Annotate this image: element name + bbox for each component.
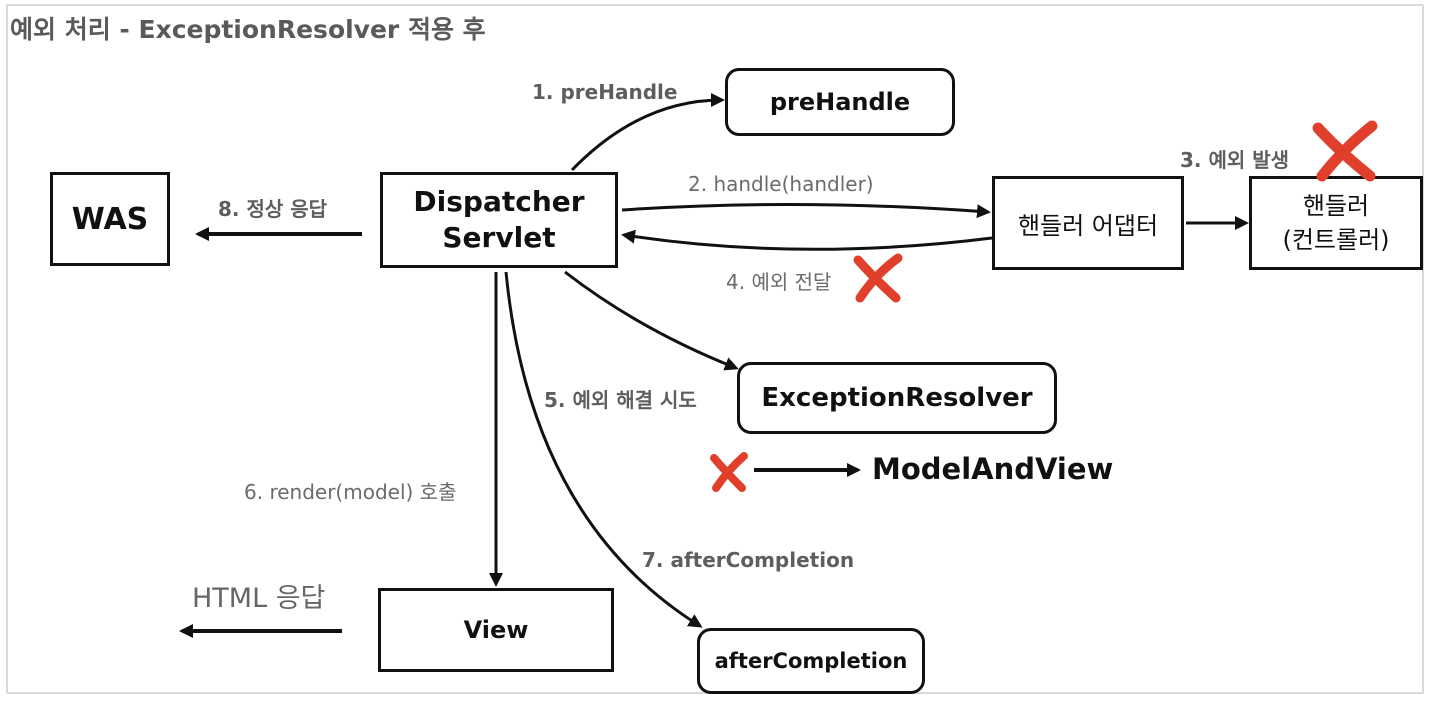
after-completion-box: afterCompletion	[697, 628, 925, 694]
handler-adapter-box: 핸들러 어댑터	[992, 176, 1184, 270]
handler-adapter-label: 핸들러 어댑터	[1017, 211, 1159, 240]
view-label: View	[463, 616, 529, 644]
handler-label-line2: (컨트롤러)	[1282, 226, 1390, 254]
exception-resolver-label: ExceptionResolver	[761, 383, 1033, 413]
label-step7: 7. afterCompletion	[642, 548, 855, 572]
was-label: WAS	[71, 201, 149, 237]
arrow-to-exception-resolver	[564, 270, 739, 371]
was-box: WAS	[50, 172, 170, 266]
handler-label-line1: 핸들러	[1302, 192, 1370, 220]
arrow-prehandle	[570, 93, 725, 172]
arrow-after-completion	[504, 271, 703, 628]
label-step1: 1. preHandle	[532, 80, 678, 104]
x-mark-icon-handler	[1312, 120, 1378, 182]
dispatcher-servlet-box: Dispatcher Servlet	[380, 172, 618, 268]
label-step8: 8. 정상 응답	[218, 197, 328, 221]
label-step6: 6. render(model) 호출	[244, 480, 457, 504]
handler-box: 핸들러 (컨트롤러)	[1249, 176, 1423, 270]
arrow-exception-propagation	[621, 229, 993, 251]
dispatcher-label-line2: Servlet	[442, 221, 556, 254]
dispatcher-label-line1: Dispatcher	[413, 185, 585, 218]
x-mark-icon-propagation	[853, 253, 903, 303]
view-box: View	[378, 588, 614, 672]
x-mark-icon-modelandview	[710, 452, 748, 492]
exception-resolver-box: ExceptionResolver	[737, 362, 1057, 434]
label-html-response: HTML 응답	[192, 583, 326, 614]
label-step4: 4. 예외 전달	[726, 270, 832, 294]
arrow-handle	[621, 202, 991, 219]
diagram-title: 예외 처리 - ExceptionResolver 적용 후	[10, 15, 486, 44]
prehandle-label: preHandle	[769, 88, 911, 116]
label-step3: 3. 예외 발생	[1180, 148, 1290, 172]
label-step5: 5. 예외 해결 시도	[544, 388, 697, 412]
label-model-and-view: ModelAndView	[872, 452, 1114, 486]
label-step2: 2. handle(handler)	[688, 172, 874, 196]
prehandle-box: preHandle	[725, 68, 955, 136]
after-completion-label: afterCompletion	[714, 649, 908, 673]
